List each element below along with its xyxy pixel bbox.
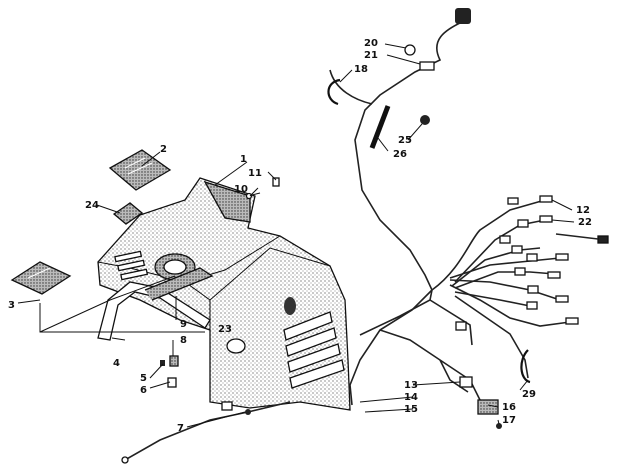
- callout-5: 5: [140, 373, 147, 384]
- callout-8: 8: [180, 335, 187, 346]
- callout-22: 22: [578, 217, 592, 228]
- callout-26: 26: [393, 149, 407, 160]
- callout-12: 12: [576, 205, 590, 216]
- callout-7: 7: [177, 423, 184, 434]
- callout-4: 4: [113, 358, 120, 369]
- callout-15: 15: [404, 404, 418, 415]
- callout-20: 20: [364, 38, 378, 49]
- leader-lines: [17, 43, 575, 428]
- callout-16: 16: [502, 402, 516, 413]
- callout-labels: 1 2 3 4 5 6 7 8 9 10 11 12 13 14 15 16 1…: [8, 38, 592, 434]
- decal-3: [10, 261, 72, 295]
- callout-21: 21: [364, 50, 378, 61]
- callout-9: 9: [180, 319, 187, 330]
- decal-24: [112, 202, 144, 225]
- callout-24: 24: [85, 200, 99, 211]
- console-panel: [97, 177, 351, 411]
- callout-10: 10: [234, 184, 248, 195]
- callout-1: 1: [240, 154, 247, 165]
- callout-11: 11: [248, 168, 262, 179]
- callout-18: 18: [354, 64, 368, 75]
- callout-3: 3: [8, 300, 15, 311]
- decal-2: [108, 149, 172, 191]
- callout-6: 6: [140, 385, 147, 396]
- callout-14: 14: [404, 392, 418, 403]
- callout-25: 25: [398, 135, 412, 146]
- bracket-4: [97, 267, 214, 341]
- callout-23: 23: [218, 324, 232, 335]
- callout-2: 2: [160, 144, 167, 155]
- callout-17: 17: [502, 415, 516, 426]
- wiring-harness: [121, 8, 609, 464]
- callout-13: 13: [404, 380, 418, 391]
- callout-29: 29: [522, 389, 536, 400]
